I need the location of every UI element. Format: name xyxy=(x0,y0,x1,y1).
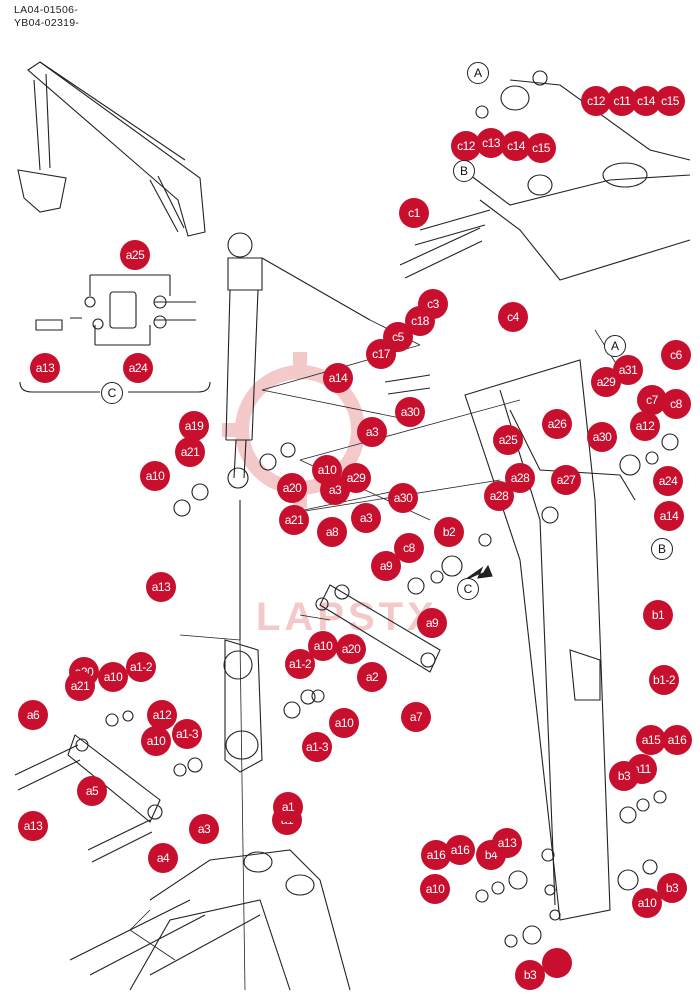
watermark: LAPSTX xyxy=(256,595,438,639)
part-callout[interactable]: a20 xyxy=(336,634,366,664)
part-callout[interactable]: a1-2 xyxy=(285,649,315,679)
part-callout[interactable]: a8 xyxy=(317,517,347,547)
part-callout[interactable]: a9 xyxy=(371,551,401,581)
part-callout[interactable]: a25 xyxy=(120,240,150,270)
part-callout[interactable]: a14 xyxy=(323,363,353,393)
reference-marker: C xyxy=(457,578,479,600)
part-callout[interactable]: a14 xyxy=(654,501,684,531)
part-callout[interactable]: c1 xyxy=(399,198,429,228)
part-callout[interactable]: a4 xyxy=(148,843,178,873)
part-callout[interactable]: a20 xyxy=(277,473,307,503)
excavator-thumbnail xyxy=(17,61,206,237)
part-callout[interactable]: a7 xyxy=(401,702,431,732)
part-callout[interactable]: a10 xyxy=(632,888,662,918)
part-callout[interactable]: a13 xyxy=(492,828,522,858)
part-callout[interactable]: a13 xyxy=(30,353,60,383)
part-callout[interactable]: a31 xyxy=(613,355,643,385)
part-callout[interactable]: a9 xyxy=(417,608,447,638)
part-callout[interactable]: a1-2 xyxy=(126,652,156,682)
part-callout[interactable]: a6 xyxy=(18,700,48,730)
part-callout[interactable]: c13 xyxy=(476,128,506,158)
part-callout[interactable]: a2 xyxy=(357,662,387,692)
part-callout[interactable]: b3 xyxy=(609,761,639,791)
part-callout[interactable]: a5 xyxy=(77,776,107,806)
link-arms xyxy=(67,584,441,823)
part-callout[interactable]: a30 xyxy=(587,422,617,452)
part-callout[interactable]: c14 xyxy=(501,131,531,161)
washers xyxy=(105,70,679,948)
part-callout[interactable]: a25 xyxy=(493,425,523,455)
part-callout[interactable] xyxy=(542,948,572,978)
model-code-1: LA04-01506- xyxy=(14,4,79,16)
part-callout[interactable]: a10 xyxy=(329,708,359,738)
reference-marker: C xyxy=(101,382,123,404)
reference-marker: B xyxy=(651,538,673,560)
part-callout[interactable]: a3 xyxy=(357,417,387,447)
part-callout[interactable]: b1 xyxy=(643,600,673,630)
part-callout[interactable]: a12 xyxy=(147,700,177,730)
part-callout[interactable]: c12 xyxy=(581,86,611,116)
part-callout[interactable]: a27 xyxy=(551,465,581,495)
part-callout[interactable]: a10 xyxy=(98,662,128,692)
part-callout[interactable]: c15 xyxy=(655,86,685,116)
part-callout[interactable]: a10 xyxy=(140,461,170,491)
part-callout[interactable]: a13 xyxy=(146,572,176,602)
part-callout[interactable]: a15 xyxy=(636,725,666,755)
part-callout[interactable]: a30 xyxy=(388,483,418,513)
part-callout[interactable]: a24 xyxy=(653,466,683,496)
reference-marker: A xyxy=(467,62,489,84)
part-callout[interactable]: c15 xyxy=(526,133,556,163)
part-callout[interactable]: b3 xyxy=(515,960,545,990)
part-callout[interactable]: a10 xyxy=(141,726,171,756)
part-callout[interactable]: a21 xyxy=(65,671,95,701)
reference-marker: B xyxy=(453,160,475,182)
part-callout[interactable]: a10 xyxy=(420,874,450,904)
part-callout[interactable]: a19 xyxy=(179,411,209,441)
upper-arm xyxy=(414,79,691,281)
part-callout[interactable]: b3 xyxy=(657,873,687,903)
pins xyxy=(14,227,483,863)
part-callout[interactable]: a10 xyxy=(308,631,338,661)
part-callout[interactable]: a12 xyxy=(630,411,660,441)
part-callout[interactable]: c8 xyxy=(661,389,691,419)
part-callout[interactable]: a24 xyxy=(123,353,153,383)
part-callout[interactable]: a29 xyxy=(591,367,621,397)
part-callout[interactable]: a26 xyxy=(542,409,572,439)
part-callout[interactable]: a30 xyxy=(395,397,425,427)
detail-c-box xyxy=(19,274,211,393)
part-callout[interactable]: a3 xyxy=(351,503,381,533)
part-callout[interactable]: c12 xyxy=(451,131,481,161)
part-callout[interactable]: a16 xyxy=(662,725,692,755)
part-callout[interactable]: b1-2 xyxy=(649,665,679,695)
part-callout[interactable]: a28 xyxy=(484,481,514,511)
part-callout[interactable]: a16 xyxy=(445,835,475,865)
model-code-2: YB04-02319- xyxy=(14,17,80,29)
part-callout[interactable]: c4 xyxy=(498,302,528,332)
part-callout[interactable]: a21 xyxy=(175,437,205,467)
part-callout[interactable]: a1 xyxy=(273,792,303,822)
part-callout[interactable]: b2 xyxy=(434,517,464,547)
bracket-base xyxy=(69,849,351,991)
part-callout[interactable]: c14 xyxy=(631,86,661,116)
hose-line xyxy=(509,409,636,501)
part-callout[interactable]: a3 xyxy=(320,475,350,505)
part-callout[interactable]: c6 xyxy=(661,340,691,370)
part-callout[interactable]: a13 xyxy=(18,811,48,841)
part-callout[interactable]: a1-3 xyxy=(302,732,332,762)
reference-marker: A xyxy=(604,335,626,357)
part-callout[interactable]: a3 xyxy=(189,814,219,844)
part-callout[interactable]: a1-3 xyxy=(172,719,202,749)
part-callout[interactable]: a21 xyxy=(279,505,309,535)
part-callout[interactable]: c17 xyxy=(366,339,396,369)
